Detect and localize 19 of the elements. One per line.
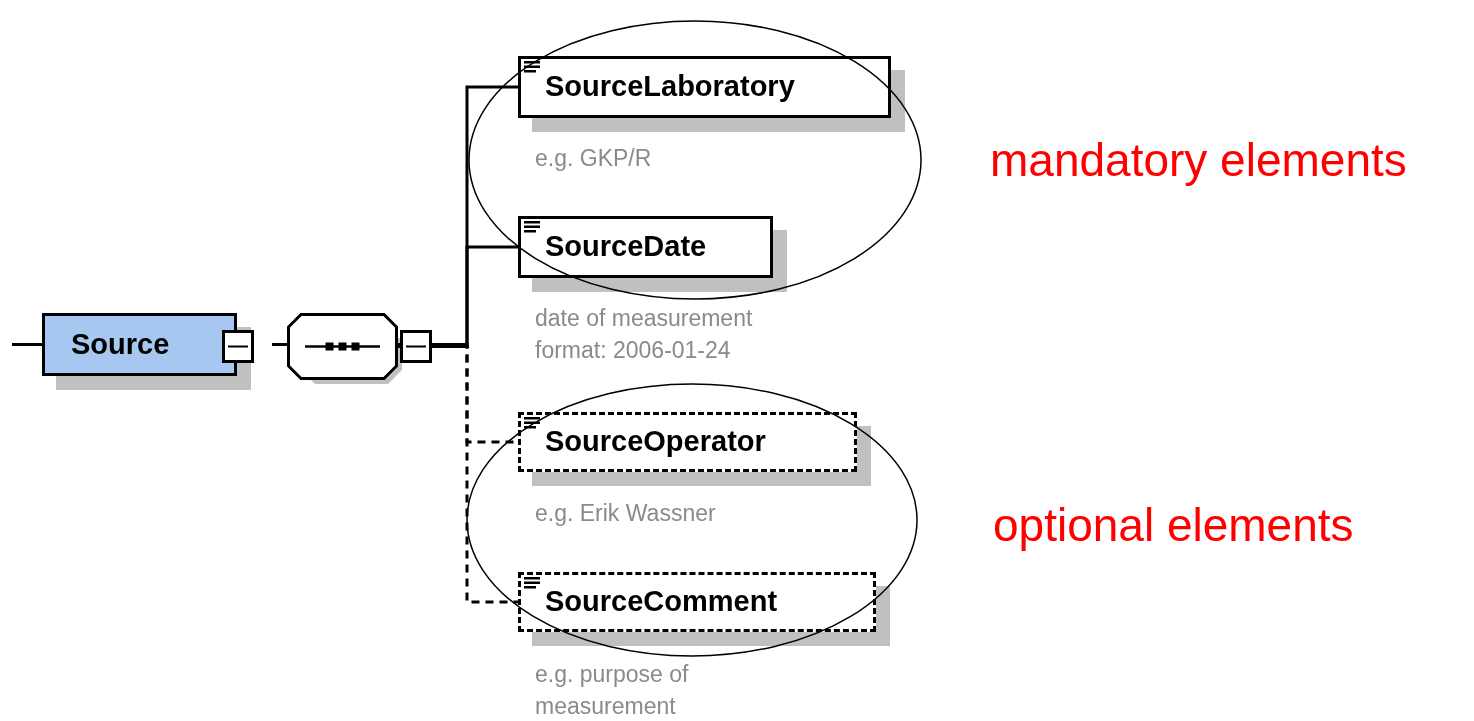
element-name: Source (71, 326, 170, 362)
element-name: SourceOperator (545, 424, 766, 460)
element-name: SourceLaboratory (545, 69, 795, 105)
element-description: date of measurement format: 2006-01-24 (535, 304, 754, 365)
element-name: SourceDate (545, 229, 707, 265)
optional-element-box (518, 572, 876, 632)
group-label: mandatory elements (990, 133, 1408, 187)
connector-line (12, 343, 42, 346)
group-label: optional elements (993, 498, 1355, 552)
element-box (518, 56, 891, 118)
element-name: SourceComment (545, 584, 778, 620)
element-description: e.g. GKP/R (535, 144, 653, 173)
connector-line (433, 345, 518, 604)
element-description: e.g. Erik Wassner (535, 499, 717, 528)
element-description: e.g. purpose of measurement (535, 660, 690, 721)
optional-element-box (518, 412, 857, 472)
root-element-box (42, 313, 237, 376)
element-box (518, 216, 773, 278)
sequence-compositor (287, 313, 434, 380)
